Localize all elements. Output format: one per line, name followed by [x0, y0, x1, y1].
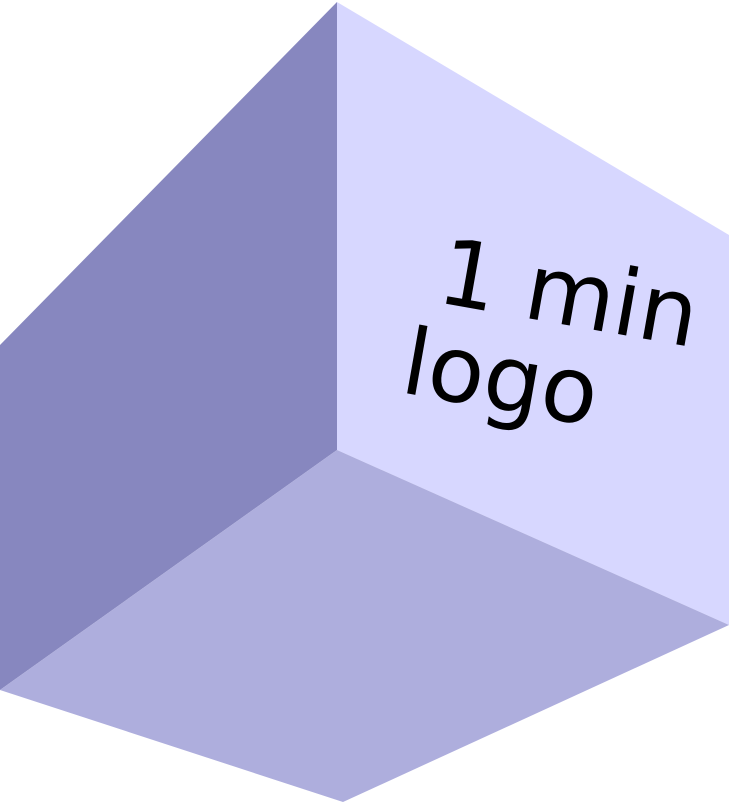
cube-right-face [337, 2, 729, 625]
cube-left-face [0, 2, 337, 690]
cube-bottom-face [0, 450, 729, 802]
